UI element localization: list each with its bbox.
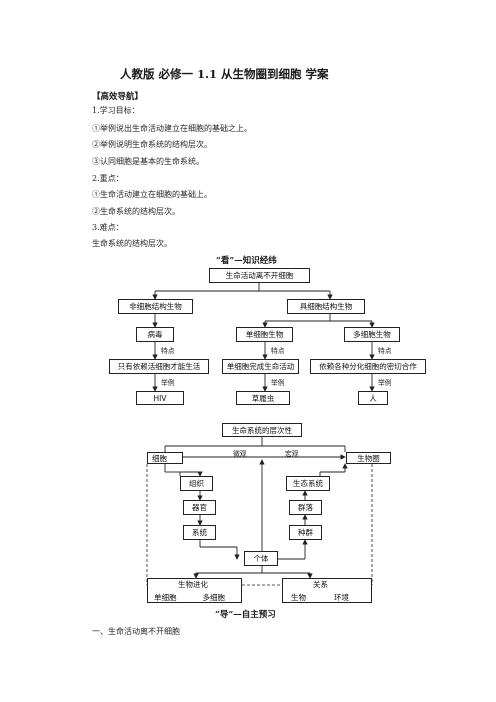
evolution-row: 单细胞 多细胞 bbox=[154, 592, 225, 603]
relation-box: 关系 生物 环境 bbox=[282, 578, 372, 603]
evolution-box: 生物进化 单细胞 多细胞 bbox=[147, 578, 242, 603]
objective-line: ②举例说明生命系统的结构层次。 bbox=[92, 140, 212, 149]
individual-box: 个体 bbox=[244, 551, 278, 566]
key-point-line: ②生命系统的结构层次。 bbox=[92, 207, 180, 216]
relation-title: 关系 bbox=[313, 579, 328, 589]
biosphere-box: 生物圈 bbox=[346, 452, 391, 464]
section-guide-heading: 【高效导航】 bbox=[92, 92, 144, 102]
multicellular-box: 多细胞生物 bbox=[344, 327, 400, 342]
example-label: 举例 bbox=[378, 379, 392, 387]
multicellular-feature-box: 依赖各种分化细胞的密切合作 bbox=[310, 359, 426, 374]
section-one-title: 一、生命活动离不开细胞 bbox=[92, 627, 180, 636]
virus-box: 病毒 bbox=[136, 327, 174, 342]
relation-row: 生物 环境 bbox=[291, 592, 349, 603]
life-system-hierarchy-box: 生命系统的层次性 bbox=[222, 423, 302, 437]
difficulty-line: 3.难点： bbox=[92, 223, 124, 232]
example-label: 举例 bbox=[161, 379, 175, 387]
organ-box: 器官 bbox=[183, 500, 216, 515]
evolution-to: 多细胞 bbox=[202, 592, 226, 602]
cell-box: 细胞 bbox=[147, 452, 183, 464]
self-study-heading: “导”—自主预习 bbox=[215, 610, 276, 620]
example-label: 举例 bbox=[271, 379, 285, 387]
evolution-from: 单细胞 bbox=[154, 592, 177, 602]
virus-feature-box: 只有依赖活细胞才能生活 bbox=[109, 359, 209, 374]
feature-label: 特点 bbox=[271, 347, 285, 355]
population-box: 种群 bbox=[289, 525, 322, 540]
evolution-title: 生物进化 bbox=[178, 579, 208, 589]
paramecium-box: 草履虫 bbox=[236, 391, 290, 405]
micro-label: 微观 bbox=[233, 450, 247, 458]
unicellular-feature-box: 单细胞完成生命活动 bbox=[222, 359, 299, 374]
objective-line: ③认同细胞是基本的生命系统。 bbox=[92, 157, 204, 166]
macro-label: 宏观 bbox=[285, 450, 299, 458]
cell-organism-box: 具细胞结构生物 bbox=[287, 299, 365, 314]
key-point-line: 2.重点： bbox=[92, 174, 124, 183]
hiv-box: HIV bbox=[136, 391, 184, 405]
feature-label: 特点 bbox=[378, 347, 392, 355]
system-box: 系统 bbox=[183, 525, 216, 540]
knowledge-map-heading: “看”—知识经纬 bbox=[216, 256, 277, 266]
feature-label: 特点 bbox=[161, 347, 175, 355]
human-box: 人 bbox=[358, 391, 388, 405]
ecosystem-box: 生态系统 bbox=[286, 476, 330, 491]
unicellular-box: 单细胞生物 bbox=[236, 327, 293, 342]
relation-organism: 生物 bbox=[291, 592, 306, 602]
relation-environment: 环境 bbox=[334, 592, 349, 602]
community-box: 群落 bbox=[289, 500, 322, 515]
root-box: 生命活动离不开细胞 bbox=[209, 268, 310, 283]
objective-line: 1.学习目标： bbox=[92, 106, 140, 115]
key-point-line: ①生命活动建立在细胞的基础上。 bbox=[92, 190, 212, 199]
objective-line: ①举例说出生命活动建立在细胞的基础之上。 bbox=[92, 124, 252, 133]
tissue-box: 组织 bbox=[180, 476, 213, 491]
non-cell-organism-box: 非细胞结构生物 bbox=[118, 299, 193, 314]
difficulty-line: 生命系统的结构层次。 bbox=[92, 239, 172, 248]
document-title: 人教版 必修一 1.1 从生物圈到细胞 学案 bbox=[120, 67, 329, 81]
